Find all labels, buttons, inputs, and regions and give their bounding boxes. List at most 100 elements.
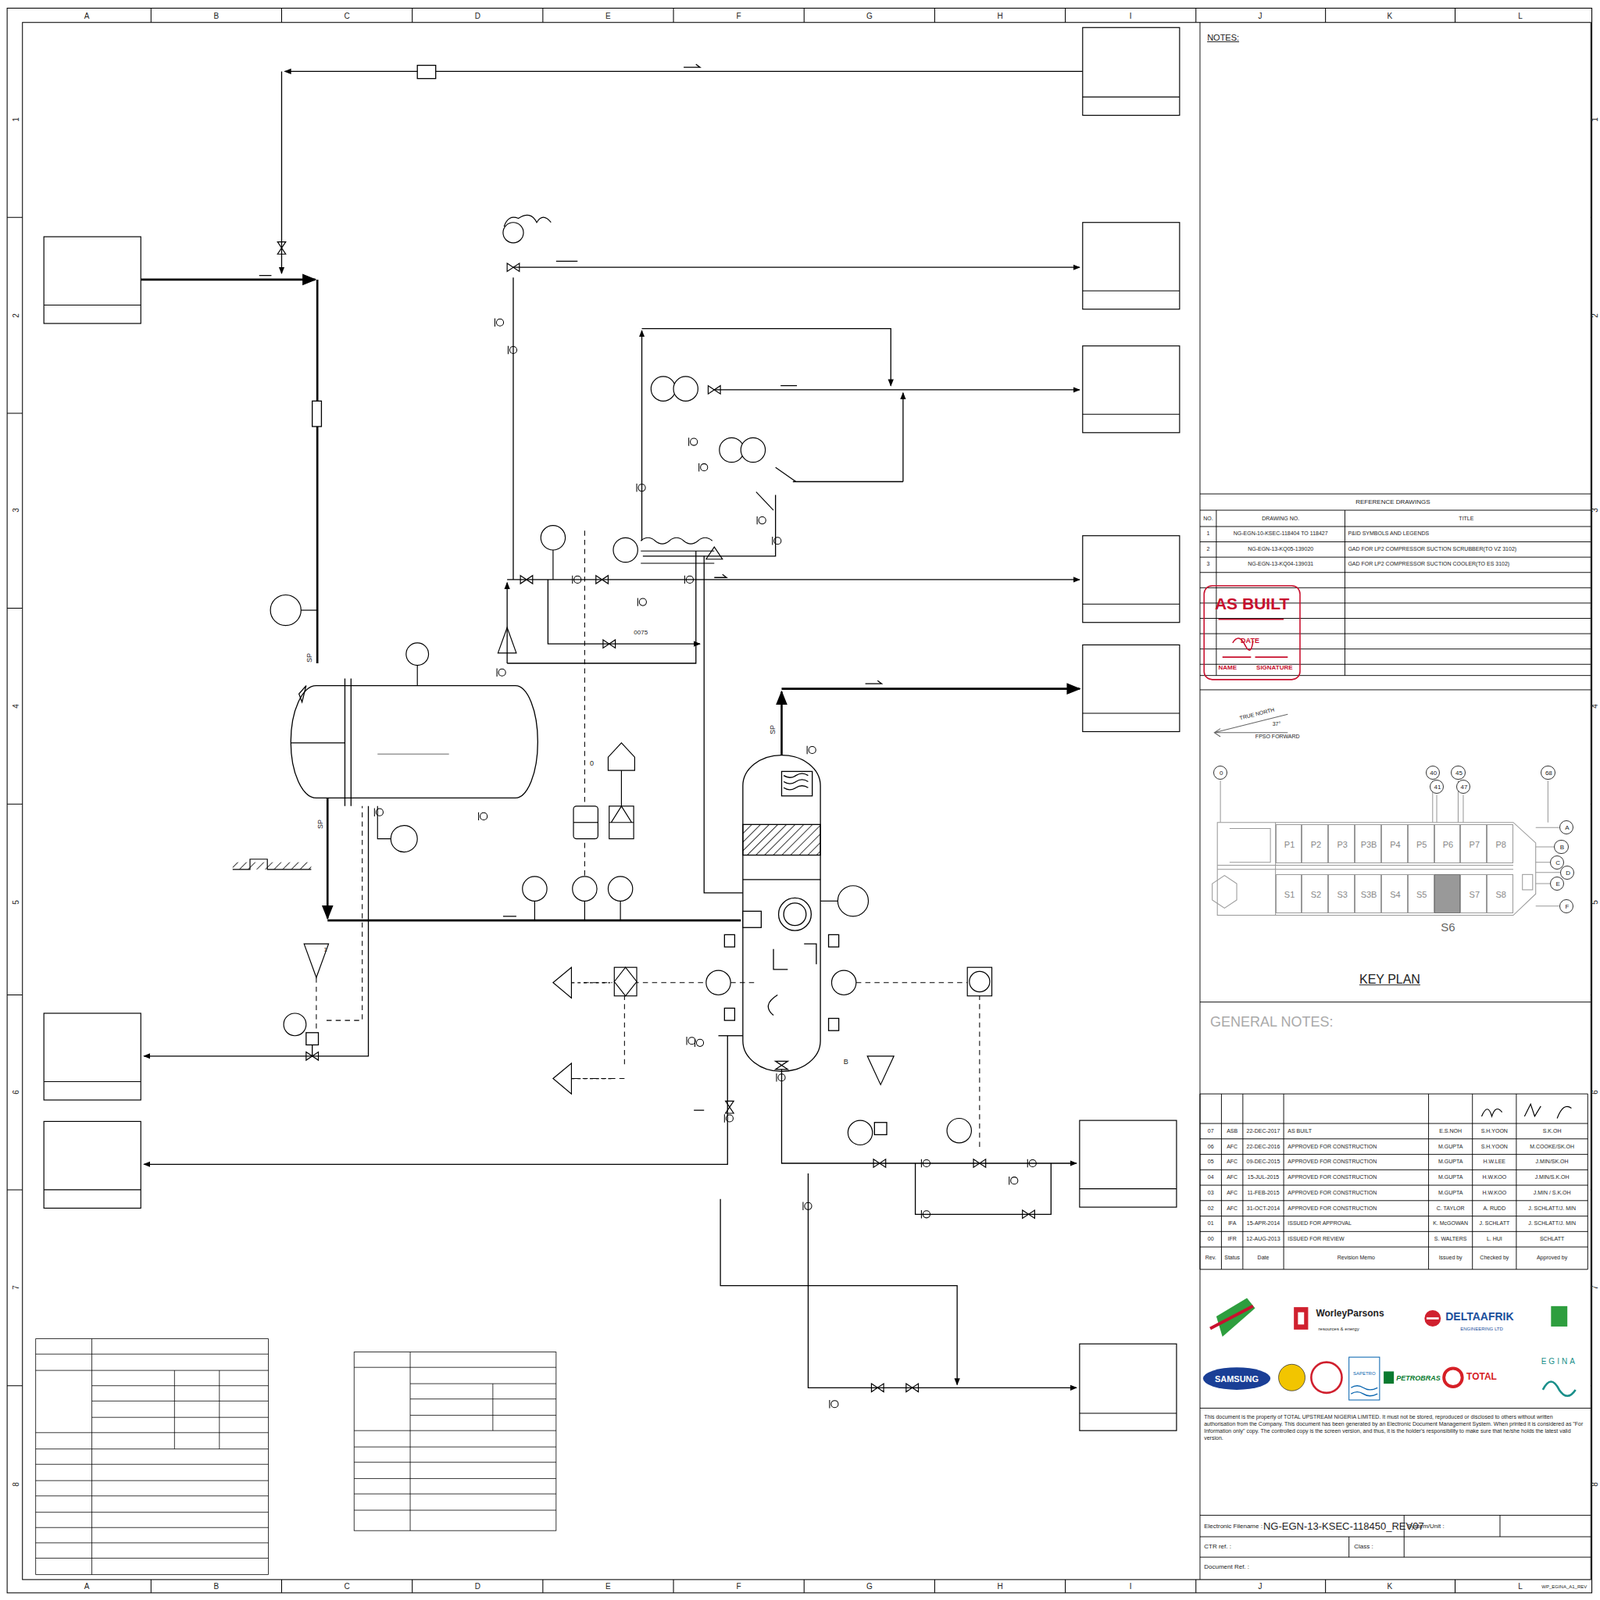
logo-art-part — [1310, 1362, 1342, 1393]
grid-letter: H — [996, 1581, 1003, 1590]
process-pipe-part — [642, 494, 776, 556]
drawing-frame-part — [150, 1579, 1455, 1593]
valve-symbol-part — [725, 1100, 734, 1114]
revision-cell: M.GUPTA — [1438, 1189, 1463, 1197]
node-text: C — [1555, 860, 1561, 867]
instrument-bubble-part — [571, 1078, 612, 1079]
key-plan-cell: S1 — [1275, 874, 1303, 914]
key-plan-outline-part — [1217, 822, 1536, 916]
process-pipe-part — [506, 582, 508, 664]
drawing-frame-part — [150, 7, 1455, 22]
file-name: NG-EGN-13-KSEC-118450_REV07 — [1263, 1521, 1425, 1533]
process-pipe-part — [780, 692, 783, 756]
title-block-part — [1481, 1103, 1572, 1118]
table-cell: GAD FOR LP2 COMPRESSOR SUCTION COOLER(TO… — [1347, 560, 1510, 568]
instrument-bubble-part — [820, 900, 838, 902]
data-table-part — [410, 1352, 493, 1532]
grid-letter: C — [343, 10, 350, 20]
as-built-stamp: AS BUILTDATENAMESIGNATURE — [1203, 585, 1300, 680]
signal-line-part — [624, 994, 625, 1066]
grid-letter: K — [1387, 10, 1393, 20]
logo-art-part — [1443, 1368, 1463, 1388]
revision-cell: AFC — [1226, 1205, 1238, 1212]
logo-art-part — [1550, 1306, 1568, 1327]
offpage-connector-part — [43, 236, 141, 324]
grid-number: 1 — [10, 117, 20, 122]
gridline-bubble: 47 — [1456, 779, 1471, 794]
grid-letter: E — [605, 1581, 611, 1590]
nozzle-symbol-part — [803, 1202, 812, 1211]
revision-cell: S.H.YOON — [1481, 1143, 1508, 1150]
key-plan-cell: P6 — [1434, 824, 1461, 864]
gridline-bubble: 0 — [1213, 765, 1228, 780]
revision-cell: M.GUPTA — [1438, 1174, 1463, 1181]
process-pipe-part — [547, 579, 700, 644]
process-pipe-part — [781, 1069, 1076, 1164]
logo-art-part — [1278, 1364, 1306, 1391]
grid-number: 7 — [1590, 1285, 1600, 1291]
process-pipe-part — [326, 797, 329, 918]
data-table-part — [353, 1367, 557, 1511]
nozzle-symbol-part — [507, 346, 517, 354]
gridline-bubble: D — [1560, 865, 1575, 880]
offpage-connector-part — [1082, 603, 1180, 605]
title-block-part — [1200, 493, 1591, 675]
process-pipe-part — [714, 389, 1080, 390]
revision-header: Revision Memo — [1337, 1255, 1375, 1262]
node-text: D — [1565, 870, 1571, 877]
grid-number: 6 — [1590, 1089, 1600, 1095]
vessel-part — [775, 1060, 789, 1069]
node-text: S4 — [1389, 890, 1400, 900]
revision-header: Checked by — [1479, 1255, 1509, 1262]
table-header: NO. — [1203, 515, 1213, 522]
revision-cell: AS BUILT — [1287, 1128, 1312, 1135]
stamp-text: DATE — [1240, 637, 1260, 645]
revision-cell: AFC — [1226, 1189, 1238, 1197]
revision-cell: H.W.KOO — [1482, 1189, 1507, 1197]
sp-tag: SP — [317, 819, 325, 829]
gridline-bubble: F — [1559, 899, 1574, 914]
logo-text: TOTAL — [1466, 1372, 1497, 1383]
process-pipe-part — [915, 1163, 1052, 1215]
revision-cell: 06 — [1207, 1143, 1215, 1150]
stamp-outline-part — [1218, 619, 1289, 658]
node-text: S6 — [1440, 920, 1455, 933]
nozzle-symbol-part — [306, 1032, 319, 1046]
revision-header: Issued by — [1439, 1255, 1463, 1262]
key-plan-cell: S3B — [1354, 874, 1382, 914]
valve-symbol-part — [906, 1383, 919, 1392]
nozzle-symbol-part — [1009, 1176, 1018, 1185]
grid-letter: G — [866, 10, 873, 20]
vessel-part — [299, 685, 307, 703]
nozzle-symbol-part — [494, 318, 504, 327]
valve-symbol-part — [603, 639, 616, 648]
revision-cell: APPROVED FOR CONSTRUCTION — [1287, 1205, 1377, 1212]
logo-art-part — [1424, 1310, 1441, 1327]
grid-number: 3 — [1590, 507, 1600, 513]
title-block-part — [1221, 1093, 1516, 1270]
sheet-code: WP_EGINA_A1_REV — [1541, 1584, 1587, 1590]
title-block-part — [1200, 1123, 1588, 1247]
table-cell: 3 — [1206, 560, 1210, 568]
revision-cell: S.H.YOON — [1481, 1128, 1508, 1135]
process-pipe — [140, 64, 1083, 1388]
process-pipe-part — [718, 1035, 743, 1036]
revision-cell: 11-FEB-2015 — [1246, 1189, 1279, 1197]
instrument-bubble-part — [572, 876, 597, 901]
gridline-bubble: E — [1550, 876, 1565, 891]
node-text: P3B — [1360, 840, 1378, 850]
key-plan-cell: P3B — [1354, 824, 1382, 864]
sp-tag: SP — [306, 653, 315, 663]
key-plan-cell: S7 — [1460, 874, 1487, 914]
instrument-bubble-part — [969, 971, 990, 992]
disclaimer: This document is the property of TOTAL U… — [1203, 1414, 1584, 1442]
node-text: 68 — [1545, 770, 1553, 777]
nozzle-symbol-part — [742, 910, 762, 928]
logo-art-part — [1426, 1317, 1440, 1320]
node-text: P2 — [1310, 840, 1322, 850]
grid-number: 8 — [10, 1482, 20, 1488]
grid-letter: I — [1129, 10, 1133, 20]
title-block-part — [1216, 510, 1346, 676]
instrument-bubble-part — [706, 970, 731, 995]
